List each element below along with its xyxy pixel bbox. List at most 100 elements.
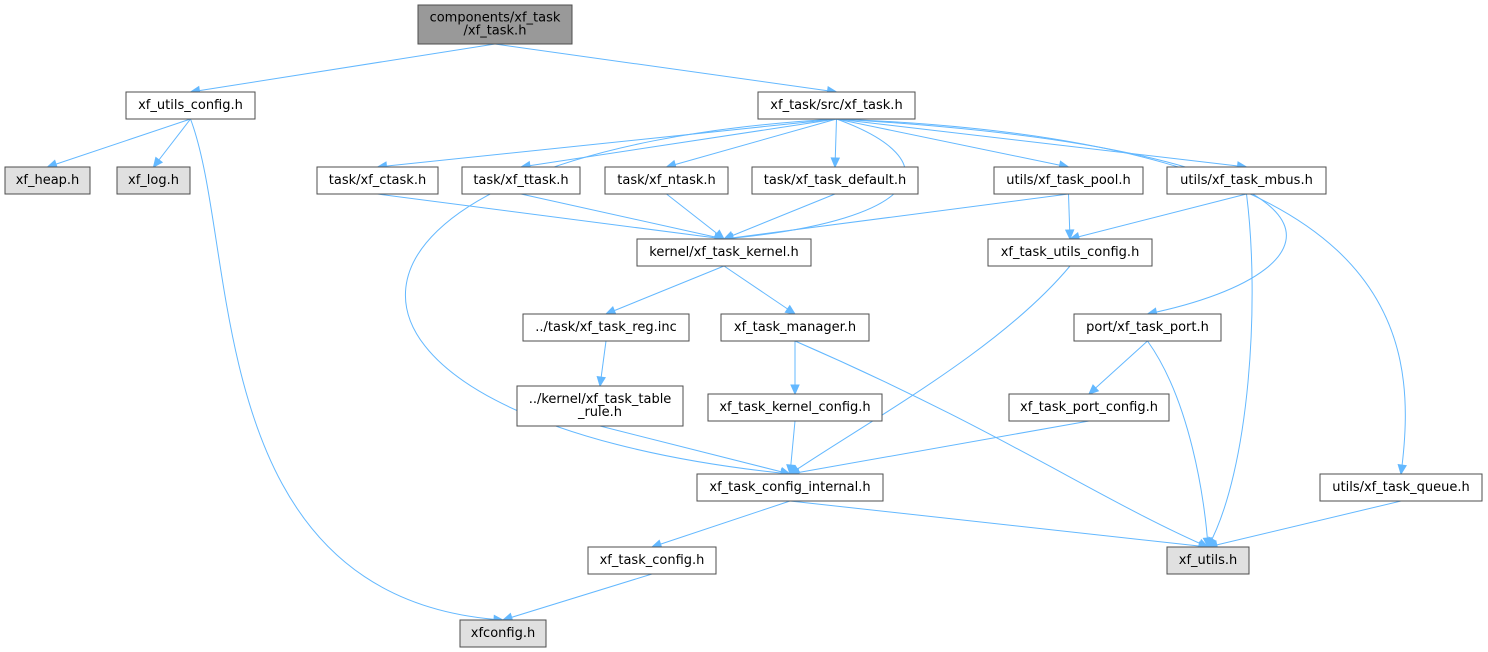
node-label: ../kernel/xf_task_table [529,392,672,407]
edge-mbus-to-utils [1207,193,1253,549]
node-label: xf_utils.h [1179,553,1237,568]
edge-utilscfg-to-heap [46,118,191,169]
edge-line [836,118,1069,168]
edge-manager-to-kcfg [790,341,800,396]
node-src[interactable]: xf_task/src/xf_task.h [757,91,916,120]
node-tucfg[interactable]: xf_task_utils_config.h [987,238,1153,267]
edge-port-to-portcfg [1088,340,1148,395]
node-box [459,619,547,648]
edge-src-to-ctask [376,118,837,171]
edge-taskcfg-to-xfconfig [501,573,653,622]
edge-line [666,193,725,240]
node-heap[interactable]: xf_heap.h [4,166,91,195]
node-label: xf_task_config.h [600,553,705,568]
arrowhead [784,304,797,315]
edge-line [190,118,504,621]
edge-line [377,193,725,240]
edge-line [520,193,725,240]
arrowhead [830,157,841,169]
arrowhead [790,384,800,396]
edge-line [836,118,1247,168]
node-ntask[interactable]: task/xf_ntask.h [604,166,729,195]
node-utils[interactable]: xf_utils.h [1166,546,1250,575]
edge-line [723,193,836,240]
node-xfconfig[interactable]: xfconfig.h [459,619,547,648]
edge-line [153,118,191,168]
node-label: utils/xf_task_queue.h [1332,480,1469,495]
node-port[interactable]: port/xf_task_port.h [1073,313,1222,342]
node-label: xf_task_kernel_config.h [719,400,870,415]
node-queue[interactable]: utils/xf_task_queue.h [1319,473,1483,502]
node-reg[interactable]: ../task/xf_task_reg.inc [522,313,690,342]
edge-manager-to-utils [794,340,1210,548]
node-label: port/xf_task_port.h [1086,320,1209,335]
node-box [757,91,916,120]
edge-line [599,425,791,475]
arrowhead [604,306,617,315]
edge-line [502,573,653,621]
node-label: xf_task_utils_config.h [1001,245,1140,260]
node-label: /xf_task.h [464,24,527,39]
node-box [316,166,439,195]
node-box [751,166,919,195]
edge-src-to-ntask [665,118,837,170]
arrowhead [1397,463,1407,476]
node-label: task/xf_ntask.h [617,173,716,188]
edge-line [1207,500,1402,548]
node-box [720,313,870,342]
edge-line [789,420,1090,475]
edge-line [377,118,837,168]
edge-kernel-to-manager [723,265,797,315]
edges-layer [46,43,1407,625]
node-box [604,166,729,195]
node-label: xf_utils_config.h [138,98,243,113]
node-utilscfg[interactable]: xf_utils_config.h [125,91,256,120]
edge-kernel-to-reg [604,265,725,315]
edge-ttask-to-kernel [520,193,726,242]
node-tdefault[interactable]: task/xf_task_default.h [751,166,919,195]
node-label: task/xf_ctask.h [329,173,426,188]
edge-line [404,118,837,475]
edge-queue-to-utils [1206,500,1402,550]
edge-port-to-utils [1147,340,1213,549]
node-log[interactable]: xf_log.h [116,166,191,195]
node-box [522,313,690,342]
node-label: utils/xf_task_mbus.h [1180,173,1313,188]
node-manager[interactable]: xf_task_manager.h [720,313,870,342]
edge-kcfg-to-cfginternal [786,420,796,476]
node-cfginternal[interactable]: xf_task_config_internal.h [696,473,884,502]
node-box [987,238,1153,267]
node-label: _rule.h [577,405,622,420]
node-ttask[interactable]: task/xf_ttask.h [461,166,581,195]
node-box [707,393,883,422]
node-ctask[interactable]: task/xf_ctask.h [316,166,439,195]
node-taskcfg[interactable]: xf_task_config.h [587,546,717,575]
edge-line [836,118,1287,315]
edge-reg-to-table [596,340,607,388]
edge-line [789,265,1071,475]
node-root[interactable]: components/xf_task/xf_task.h [417,4,573,45]
node-box [1166,546,1250,575]
node-box [4,166,91,195]
node-kcfg[interactable]: xf_task_kernel_config.h [707,393,883,422]
node-kernel[interactable]: kernel/xf_task_kernel.h [636,238,812,267]
node-pool[interactable]: utils/xf_task_pool.h [993,166,1144,195]
node-portcfg[interactable]: xf_task_port_config.h [1008,393,1170,422]
edge-table-to-cfginternal [599,425,792,477]
node-box [1073,313,1222,342]
node-label: task/xf_ttask.h [473,173,568,188]
edge-line [789,500,1209,548]
edge-line [723,193,1069,240]
edge-line [190,43,496,93]
node-table[interactable]: ../kernel/xf_task_table_rule.h [516,385,684,427]
edge-utilscfg-to-log [152,118,191,168]
edge-utilscfg-to-xfconfig [190,118,505,625]
edge-root-to-utilscfg [189,43,496,96]
node-mbus[interactable]: utils/xf_task_mbus.h [1166,166,1327,195]
edge-line [666,118,837,168]
node-label: ../task/xf_task_reg.inc [535,320,676,335]
edge-line [1147,340,1209,548]
node-label: xf_task_config_internal.h [709,480,870,495]
node-box [125,91,256,120]
